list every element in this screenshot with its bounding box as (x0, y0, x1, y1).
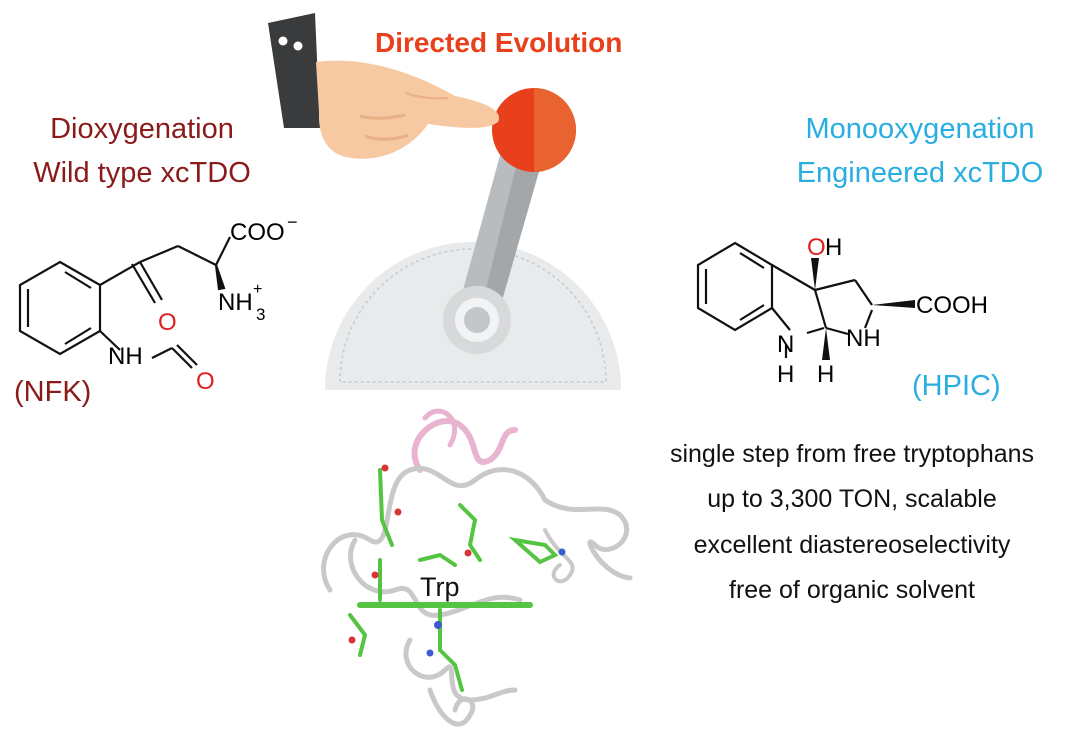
engineered-label: Engineered xcTDO (796, 157, 1044, 189)
trp-label: Trp (420, 572, 460, 602)
pointing-hand-icon (268, 13, 500, 159)
lever-pivot (443, 286, 511, 354)
nfk-coo-charge: − (287, 212, 298, 232)
hpic-h-left: H (777, 361, 794, 388)
nfk-label: (NFK) (14, 376, 92, 408)
nfk-nh: NH (108, 343, 143, 370)
protein-structure (321, 408, 633, 727)
nfk-ketone-o: O (158, 309, 177, 336)
hpic-n-left: N (777, 331, 794, 358)
feature-2: up to 3,300 TON, scalable (707, 485, 997, 513)
hpic-label: (HPIC) (912, 370, 1001, 402)
hpic-oxygen: O (807, 234, 826, 261)
feature-3: excellent diastereoselectivity (693, 531, 1011, 559)
monooxygenation-label: Monooxygenation (805, 113, 1035, 145)
feature-4: free of organic solvent (729, 576, 975, 604)
feature-1: single step from free tryptophans (669, 440, 1035, 468)
hpic-cooh: COOH (916, 292, 988, 319)
nfk-coo: COO (230, 219, 285, 246)
lever-knob (492, 88, 576, 172)
hpic-h-bottom: H (817, 361, 834, 388)
nfk-nh3-charge: + (253, 281, 262, 298)
lever-arm (458, 130, 548, 318)
hpic-nh-right: NH (846, 325, 881, 352)
diagram-title: Directed Evolution (375, 27, 623, 58)
hpic-oh-h: H (825, 234, 842, 261)
nfk-formyl-o: O (196, 368, 215, 395)
nfk-nh3: NH (218, 289, 253, 316)
dioxygenation-label: Dioxygenation (50, 113, 234, 145)
wild-type-label: Wild type xcTDO (33, 157, 251, 189)
nfk-nh3-sub: 3 (256, 305, 265, 324)
